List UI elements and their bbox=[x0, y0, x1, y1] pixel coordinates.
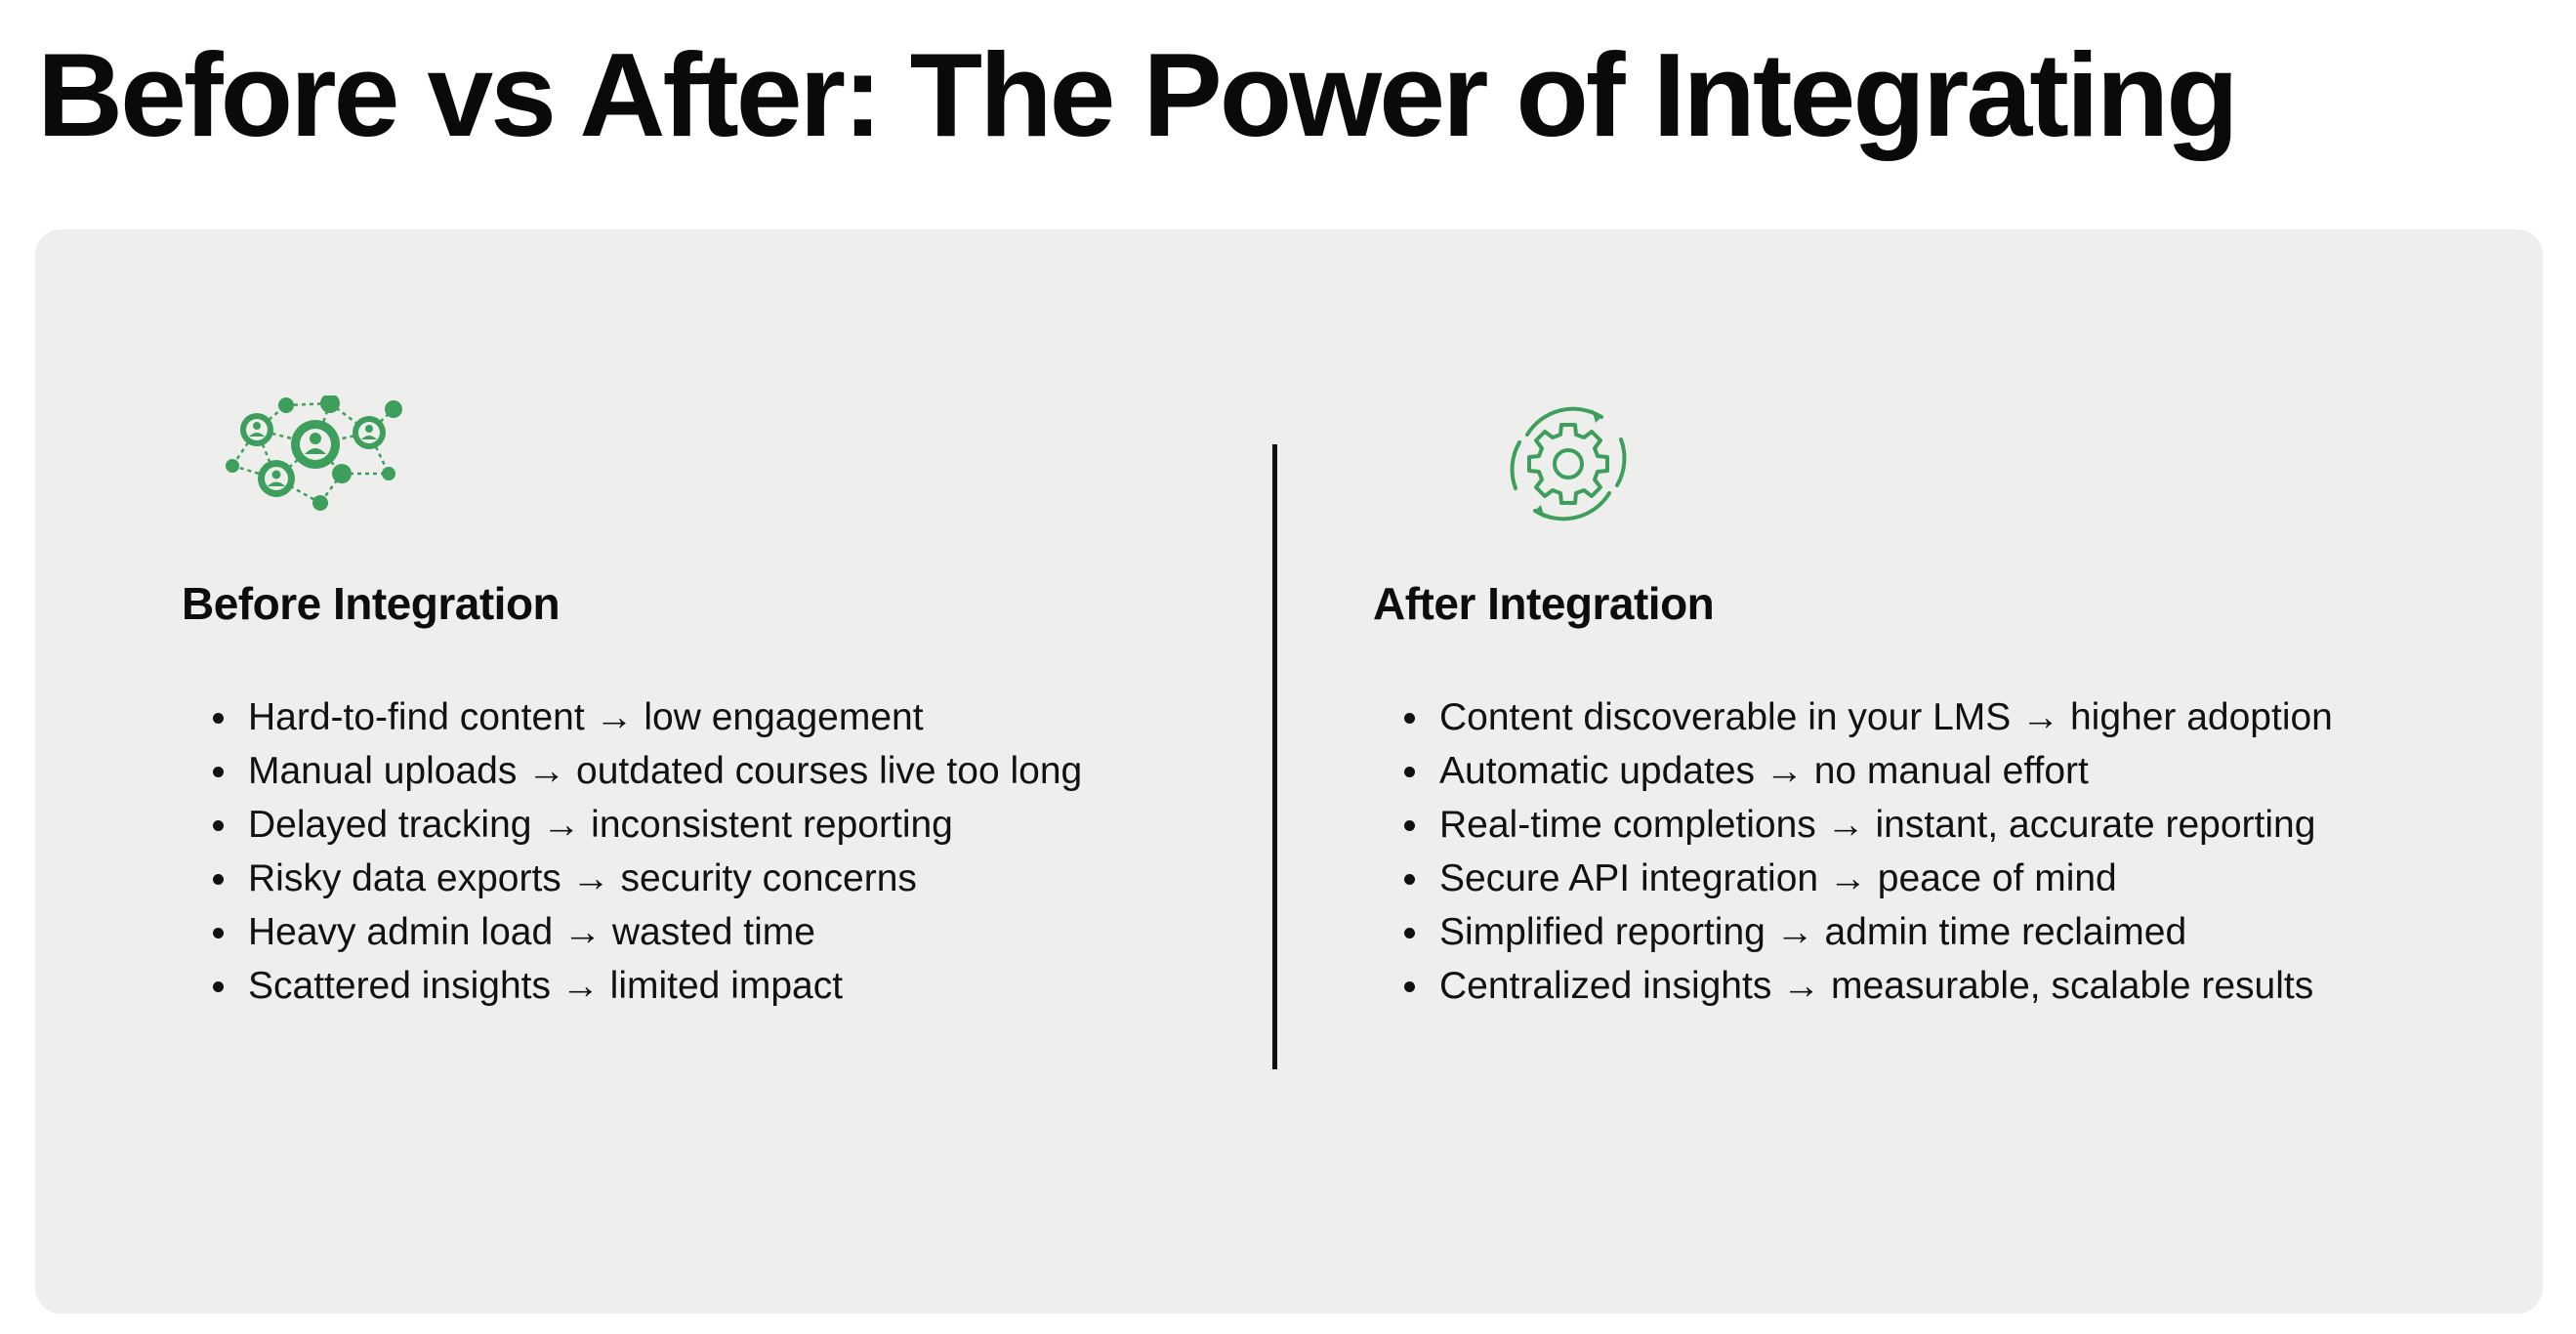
bullet-icon bbox=[213, 820, 224, 831]
gear-sync-icon bbox=[1500, 396, 1637, 537]
bullet-icon bbox=[213, 874, 224, 885]
bullet-icon bbox=[213, 713, 224, 724]
page-title: Before vs After: The Power of Integratin… bbox=[37, 28, 2239, 161]
after-heading: After Integration bbox=[1373, 578, 1715, 629]
list-item: Content discoverable in your LMS → highe… bbox=[1373, 690, 2333, 744]
list-item: Heavy admin load → wasted time bbox=[182, 905, 1082, 959]
bullet-icon bbox=[1404, 767, 1415, 777]
before-heading: Before Integration bbox=[182, 578, 561, 629]
bullet-icon bbox=[213, 981, 224, 992]
list-item: Simplified reporting → admin time reclai… bbox=[1373, 905, 2333, 959]
bullet-icon bbox=[1404, 981, 1415, 992]
bullet-icon bbox=[213, 928, 224, 938]
network-people-icon bbox=[223, 394, 408, 527]
list-item: Automatic updates → no manual effort bbox=[1373, 744, 2333, 798]
list-item: Manual uploads → outdated courses live t… bbox=[182, 744, 1082, 798]
list-item: Centralized insights → measurable, scala… bbox=[1373, 959, 2333, 1013]
list-item: Scattered insights → limited impact bbox=[182, 959, 1082, 1013]
list-item: Risky data exports → security concerns bbox=[182, 852, 1082, 905]
before-list: Hard-to-find content → low engagement Ma… bbox=[182, 690, 1082, 1013]
bullet-icon bbox=[213, 767, 224, 777]
bullet-icon bbox=[1404, 820, 1415, 831]
comparison-panel: Before Integration Hard-to-find content … bbox=[35, 229, 2543, 1313]
after-list: Content discoverable in your LMS → highe… bbox=[1373, 690, 2333, 1013]
list-item: Real-time completions → instant, accurat… bbox=[1373, 798, 2333, 852]
column-divider bbox=[1272, 444, 1277, 1069]
bullet-icon bbox=[1404, 713, 1415, 724]
bullet-icon bbox=[1404, 928, 1415, 938]
bullet-icon bbox=[1404, 874, 1415, 885]
list-item: Delayed tracking → inconsistent reportin… bbox=[182, 798, 1082, 852]
list-item: Hard-to-find content → low engagement bbox=[182, 690, 1082, 744]
list-item: Secure API integration → peace of mind bbox=[1373, 852, 2333, 905]
